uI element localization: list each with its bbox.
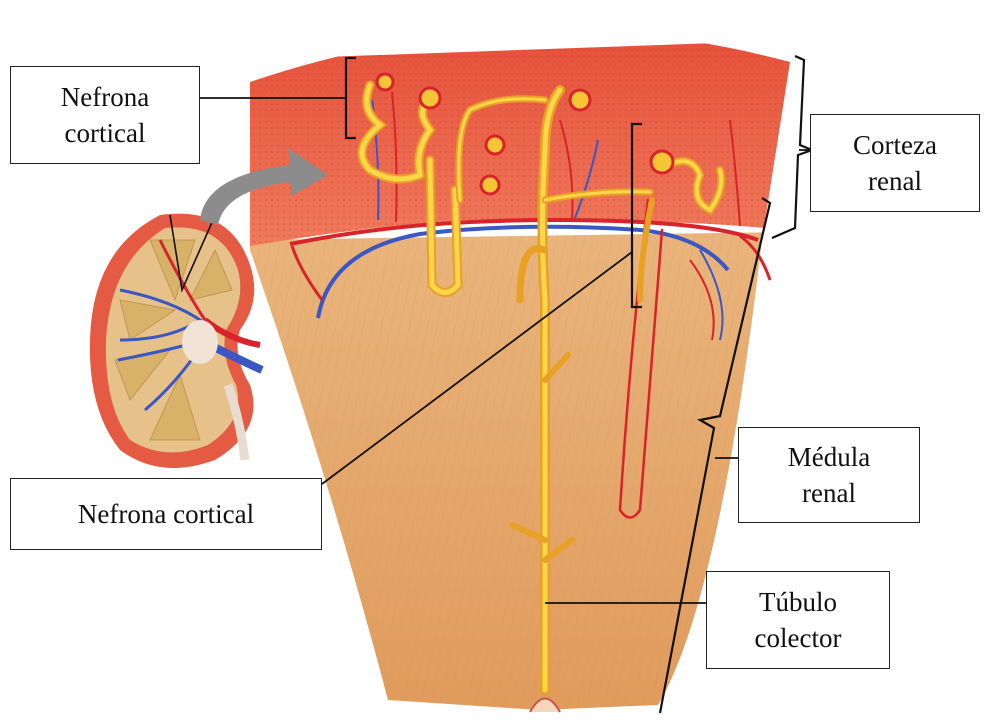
label-medula-renal: Médula renal: [738, 427, 920, 523]
label-corteza-renal: Corteza renal: [810, 114, 980, 212]
label-nefrona-cortical-bottom: Nefrona cortical: [10, 478, 322, 550]
whole-kidney-illustration: [90, 214, 262, 468]
renal-cortex: [240, 40, 800, 246]
label-tubulo-colector: Túbulo colector: [706, 571, 890, 669]
label-nefrona-cortical-top: Nefrona cortical: [10, 66, 200, 164]
